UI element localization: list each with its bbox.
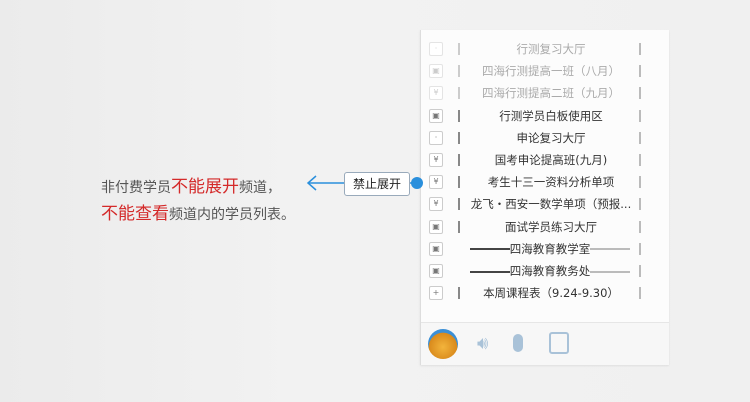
divider <box>639 131 641 144</box>
divider <box>458 131 460 144</box>
bottom-toolbar: 🔊︎ <box>421 322 669 365</box>
channel-item[interactable]: ▣ 面试学员练习大厅 <box>421 217 643 237</box>
annotation-line-1: 非付费学员不能展开频道， <box>101 172 281 197</box>
channel-item[interactable]: ¥ 考生十三一资料分析单项 <box>421 172 643 192</box>
channel-item[interactable]: + 本周课程表（9.24-9.30） <box>421 283 643 303</box>
channel-item[interactable]: ▣ 四海教育教学室 <box>421 239 643 259</box>
lock-icon: ▣ <box>429 219 443 234</box>
channel-label: 申论复习大厅 <box>516 130 586 145</box>
channel-panel: · 行测复习大厅 ▣ 四海行测提高一班（八月） ¥ 四海行测提高二班（九月） ▣ 行测学员白板… <box>420 30 669 365</box>
divider <box>639 220 641 233</box>
channel-item[interactable]: ▣ 四海教育教务处 <box>421 261 643 281</box>
divider <box>639 287 641 300</box>
divider <box>458 87 460 100</box>
note-highlight: 不能展开 <box>171 177 239 197</box>
speaker-icon[interactable]: 🔊︎ <box>477 333 489 354</box>
divider <box>639 87 641 100</box>
channel-item[interactable]: ¥ 龙飞・西安一数学单项（预报... <box>421 194 643 214</box>
annotation-line-2: 不能查看频道内的学员列表。 <box>101 199 295 224</box>
yen-icon: ¥ <box>429 175 443 190</box>
divider <box>639 242 641 255</box>
divider <box>458 43 460 55</box>
divider <box>639 176 641 189</box>
divider <box>458 176 460 189</box>
note-highlight: 不能查看 <box>101 204 169 224</box>
pointer-dot <box>411 177 423 189</box>
yen-icon: ¥ <box>429 86 443 101</box>
channel-label: 本周课程表（9.24-9.30） <box>483 286 619 301</box>
divider <box>639 265 641 277</box>
lock-icon: ▣ <box>429 64 443 79</box>
divider <box>639 43 641 55</box>
channel-item[interactable]: ▣ 行测学员白板使用区 <box>421 106 643 126</box>
divider <box>458 287 460 300</box>
channel-item[interactable]: ¥ 四海行测提高二班（九月） <box>421 83 643 103</box>
note-text: 频道内的学员列表。 <box>169 207 295 223</box>
divider <box>458 65 460 78</box>
note-text: 非付费学员 <box>101 180 171 196</box>
channel-label: 行测学员白板使用区 <box>499 108 603 123</box>
divider <box>458 154 460 166</box>
channel-label: 国考申论提高班(九月) <box>494 153 608 167</box>
channel-label: 四海教育教务处 <box>459 263 641 279</box>
channel-item[interactable]: · 行测复习大厅 <box>421 39 643 59</box>
divider <box>639 109 641 122</box>
divider <box>639 65 641 78</box>
note-text: 频道， <box>239 180 281 196</box>
settings-mixer-icon[interactable] <box>549 332 569 354</box>
channel-label: 四海行测提高二班（九月） <box>482 86 620 101</box>
lock-icon: ▣ <box>429 108 443 123</box>
lock-icon: ▣ <box>429 264 443 278</box>
channel-item[interactable]: ¥ 国考申论提高班(九月) <box>421 150 643 170</box>
channel-label: 龙飞・西安一数学单项（预报... <box>470 197 632 212</box>
divider <box>458 109 460 122</box>
dot-icon: · <box>429 130 443 145</box>
plus-icon: + <box>429 286 443 301</box>
channel-label: 行测复习大厅 <box>516 42 586 56</box>
channel-label: 四海教育教学室 <box>459 241 641 257</box>
microphone-icon[interactable] <box>513 334 523 352</box>
dot-icon: · <box>429 42 443 56</box>
divider <box>458 198 460 211</box>
tooltip: 禁止展开 <box>344 172 410 196</box>
yen-icon: ¥ <box>429 153 443 167</box>
channel-label: 面试学员练习大厅 <box>505 219 597 234</box>
channel-item[interactable]: · 申论复习大厅 <box>421 128 643 148</box>
divider <box>639 198 641 211</box>
channel-label: 四海行测提高一班（八月） <box>482 64 620 79</box>
avatar[interactable] <box>428 329 458 359</box>
divider <box>639 154 641 166</box>
lock-icon: ▣ <box>429 241 443 256</box>
divider <box>458 220 460 233</box>
yen-icon: ¥ <box>429 197 443 212</box>
channel-item[interactable]: ▣ 四海行测提高一班（八月） <box>421 61 643 81</box>
channel-label: 考生十三一资料分析单项 <box>487 175 615 190</box>
